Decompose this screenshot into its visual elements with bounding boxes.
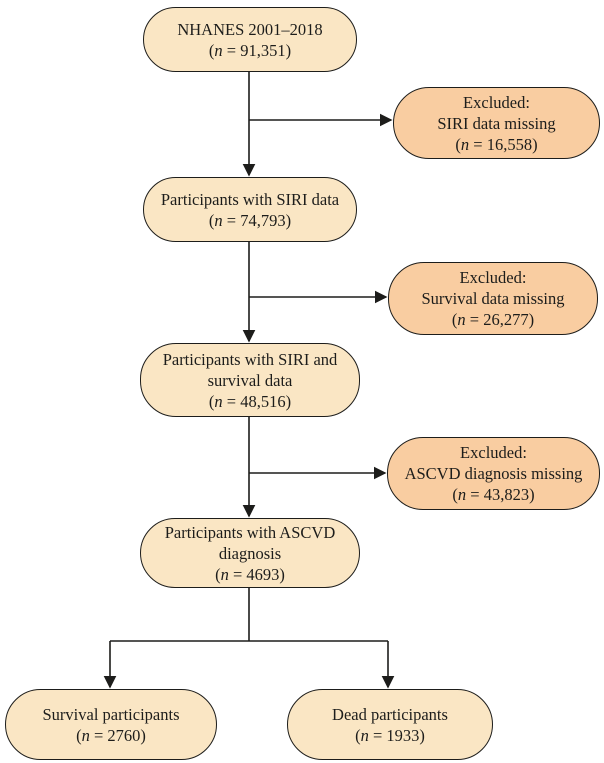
node-ascvd: Participants with ASCVD diagnosis (n = 4… [140, 518, 360, 588]
node-dead-count: (n = 1933) [355, 725, 425, 745]
node-siri-data-label: Participants with SIRI data [160, 189, 340, 209]
node-excluded-siri-count: (n = 16,558) [455, 134, 538, 154]
node-excluded-ascvd-label: ASCVD diagnosis missing [404, 464, 583, 483]
node-nhanes-count: (n = 91,351) [208, 40, 292, 60]
node-siri-survival-label1: Participants with SIRI and [162, 349, 338, 369]
node-excluded-survival: Excluded: Survival data missing (n = 26,… [388, 262, 598, 335]
node-dead-label: Dead participants [332, 704, 448, 724]
node-nhanes: NHANES 2001–2018 (n = 91,351) [143, 7, 357, 72]
node-siri-survival-label2: survival data [207, 370, 293, 390]
node-ascvd-label1: Participants with ASCVD [164, 522, 336, 542]
node-ascvd-count: (n = 4693) [215, 564, 285, 584]
node-excluded-survival-label: Survival data missing [421, 289, 565, 308]
node-siri-survival: Participants with SIRI and survival data… [140, 343, 360, 417]
node-dead: Dead participants (n = 1933) [287, 689, 493, 760]
node-excluded-siri-title: Excluded: [463, 92, 530, 112]
split-connector [110, 588, 388, 642]
node-excluded-ascvd-count: (n = 43,823) [452, 485, 535, 504]
node-ascvd-label2: diagnosis [218, 543, 282, 563]
node-nhanes-label: NHANES 2001–2018 [177, 19, 323, 39]
node-excluded-siri-label: SIRI data missing [437, 113, 556, 133]
node-survival: Survival participants (n = 2760) [5, 689, 217, 760]
node-excluded-survival-count: (n = 26,277) [451, 310, 535, 329]
node-excluded-siri: Excluded: SIRI data missing (n = 16,558) [393, 87, 600, 159]
node-excluded-ascvd: Excluded: ASCVD diagnosis missing (n = 4… [387, 437, 600, 510]
node-siri-data-count: (n = 74,793) [208, 210, 292, 230]
node-survival-count: (n = 2760) [76, 725, 146, 745]
node-survival-label: Survival participants [42, 704, 180, 724]
node-siri-survival-count: (n = 48,516) [208, 391, 292, 411]
node-excluded-survival-title: Excluded: [459, 268, 527, 287]
node-siri-data: Participants with SIRI data (n = 74,793) [143, 177, 357, 242]
node-excluded-ascvd-title: Excluded: [460, 443, 527, 462]
